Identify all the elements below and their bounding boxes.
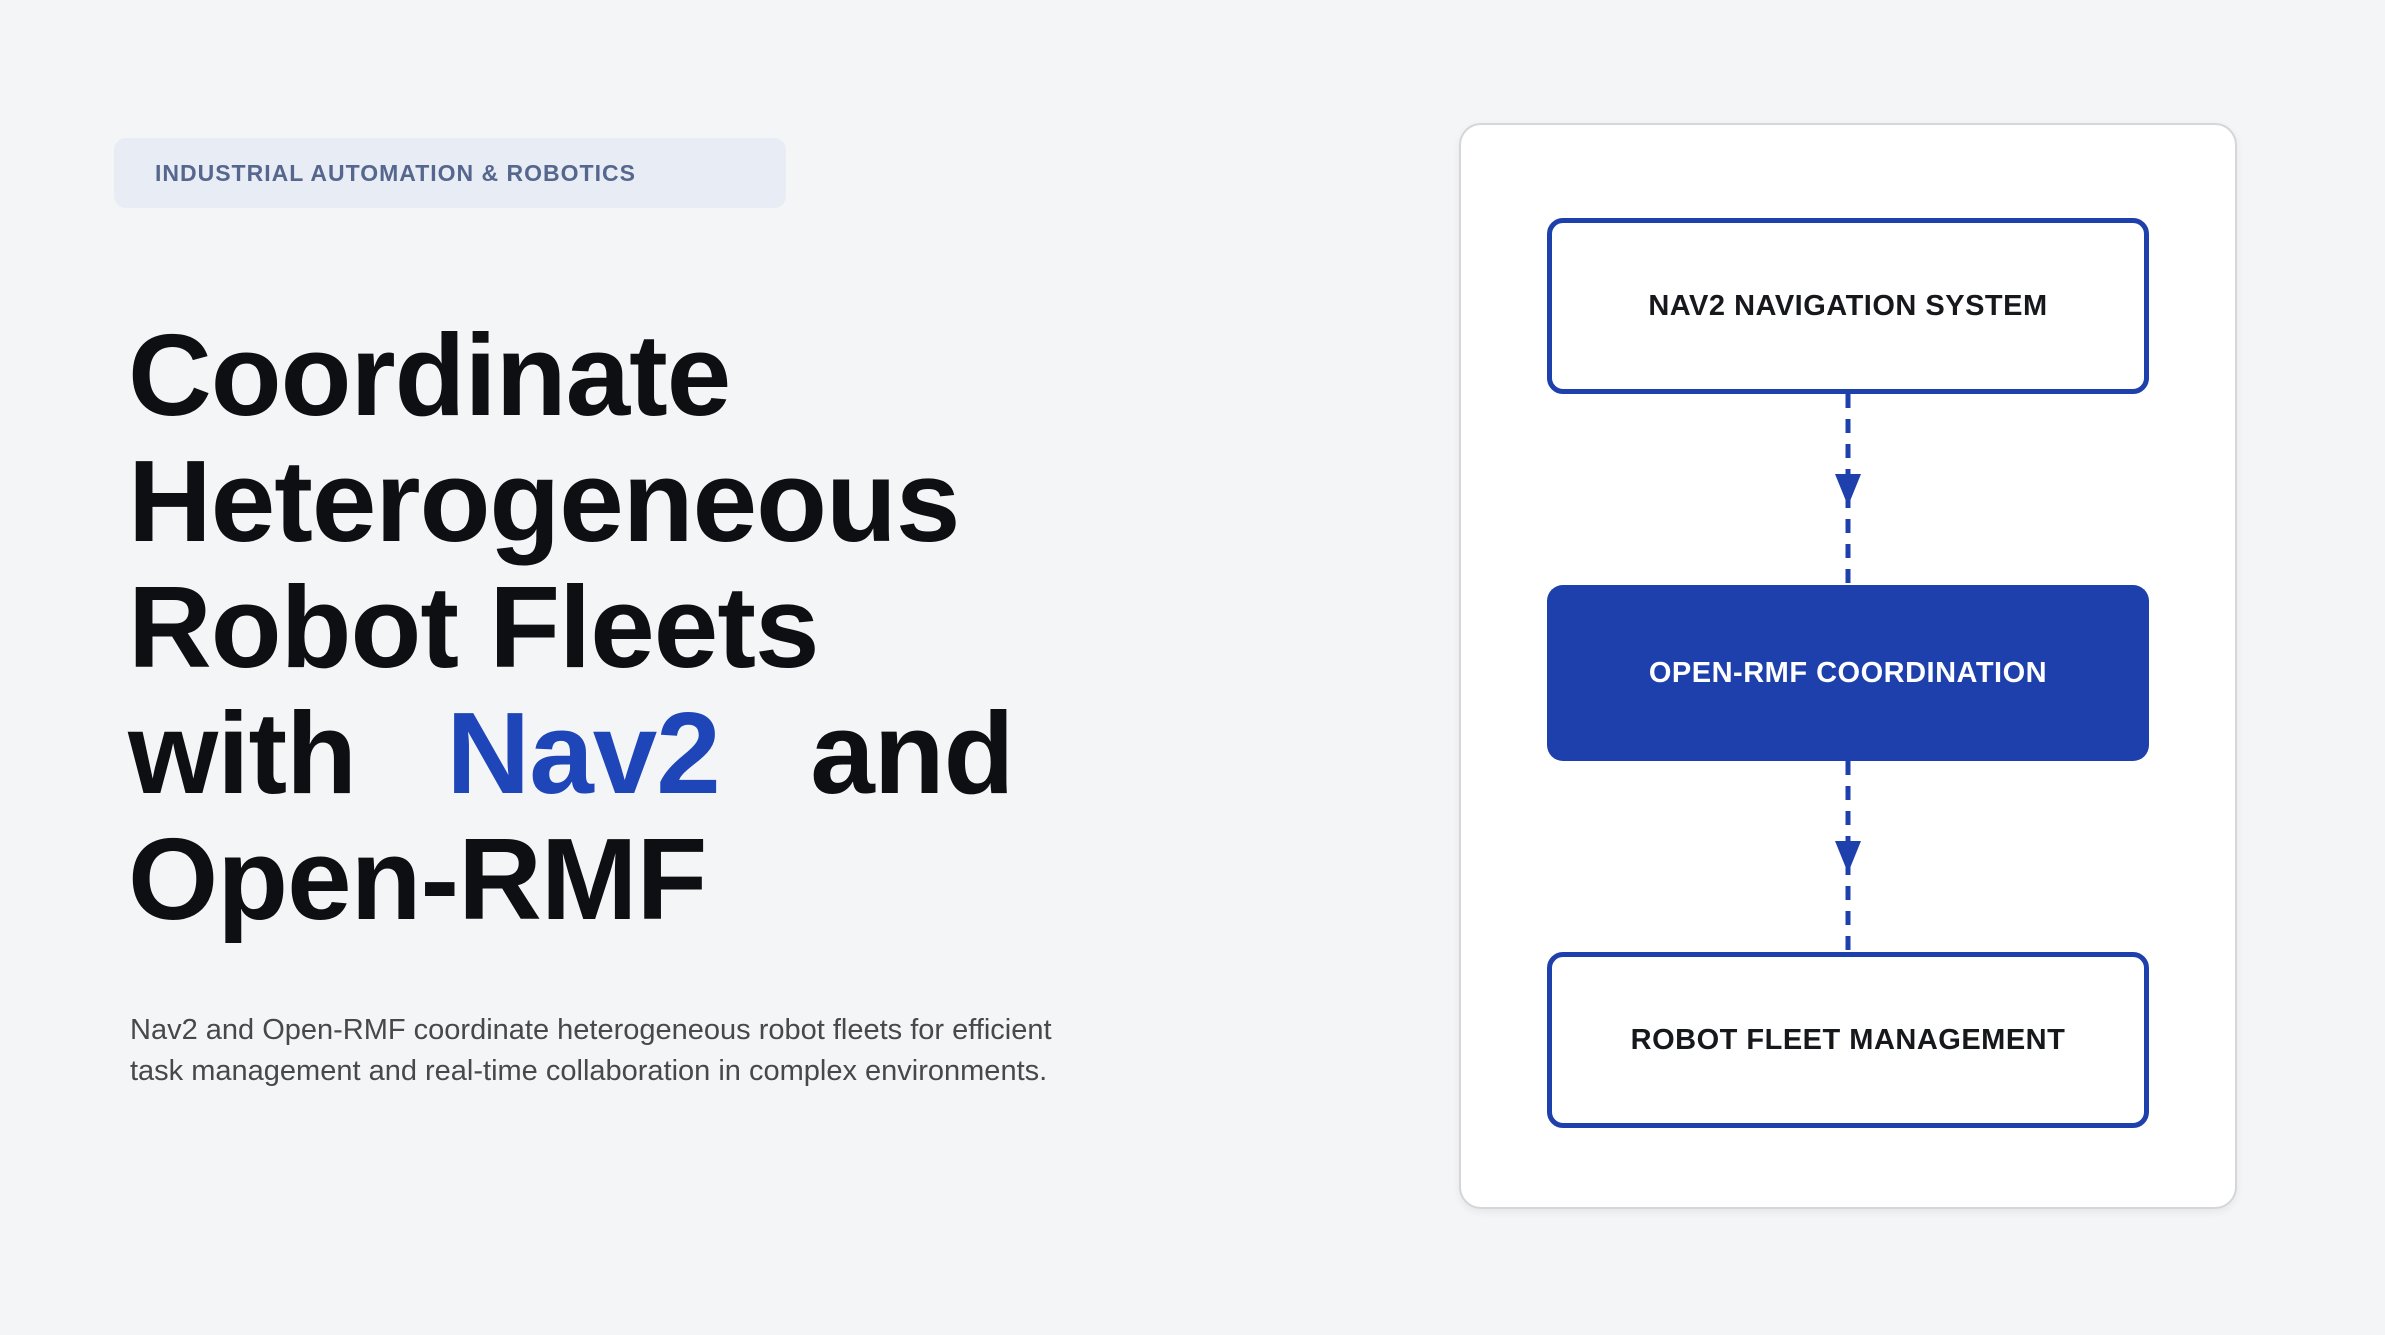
title-accent-word: Nav2	[446, 688, 720, 818]
flow-node-openrmf-label: OPEN-RMF COORDINATION	[1648, 656, 2048, 689]
hero-subtitle: Nav2 and Open-RMF coordinate heterogeneo…	[130, 1010, 1052, 1092]
title-line-1: Coordinate	[128, 310, 731, 440]
flow-node-nav2-label: NAV2 NAVIGATION SYSTEM	[1648, 289, 2048, 322]
flow-node-fleet-label: ROBOT FLEET MANAGEMENT	[1630, 1023, 2066, 1056]
flow-diagram-card: NAV2 NAVIGATION SYSTEM OPEN-RMF COORDINA…	[1459, 123, 2237, 1209]
arrow-down-icon	[1835, 394, 1861, 585]
category-badge-label: INDUSTRIAL AUTOMATION & ROBOTICS	[155, 159, 636, 186]
subtitle-line-1: Nav2 and Open-RMF coordinate heterogeneo…	[130, 1014, 1052, 1046]
flow-node-fleet: ROBOT FLEET MANAGEMENT	[1547, 952, 2149, 1128]
arrow-down-icon	[1835, 761, 1861, 952]
flow-node-openrmf: OPEN-RMF COORDINATION	[1547, 585, 2149, 761]
connector-1	[1547, 394, 2149, 585]
category-badge: INDUSTRIAL AUTOMATION & ROBOTICS	[114, 138, 786, 208]
subtitle-line-2: task management and real-time collaborat…	[130, 1055, 1048, 1087]
title-line-2: Heterogeneous	[128, 436, 960, 566]
flow-node-nav2: NAV2 NAVIGATION SYSTEM	[1547, 218, 2149, 394]
hero-section: INDUSTRIAL AUTOMATION & ROBOTICS Coordin…	[114, 138, 1052, 1092]
title-line-3: Robot Fleets	[128, 562, 819, 692]
title-line-5: Open-RMF	[128, 814, 707, 944]
connector-2	[1547, 761, 2149, 952]
page-title: Coordinate Heterogeneous Robot Fleets wi…	[128, 310, 1014, 944]
